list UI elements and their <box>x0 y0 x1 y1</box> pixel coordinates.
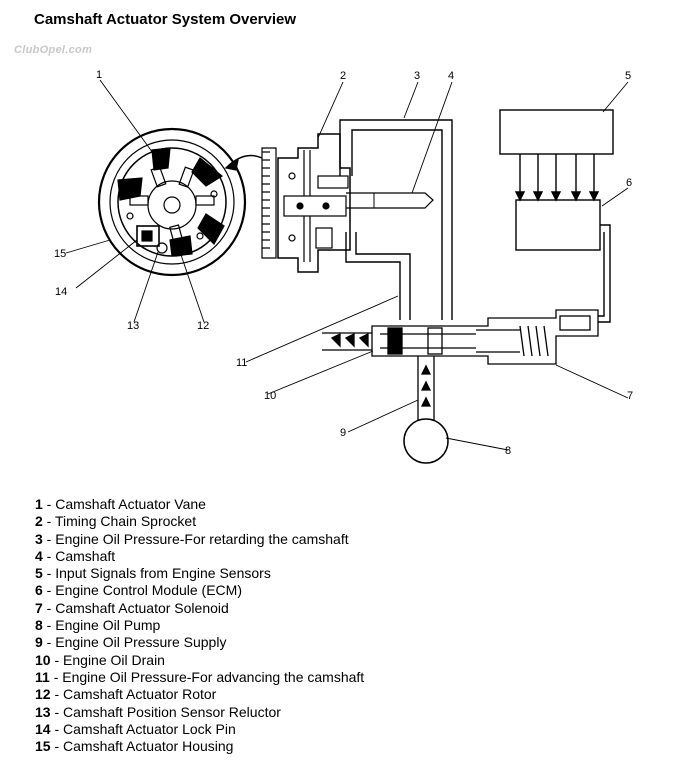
legend-label: Camshaft Actuator Rotor <box>63 686 217 703</box>
legend-number: 10 <box>35 651 51 668</box>
legend-separator: - <box>42 617 56 634</box>
legend-item: 14 - Camshaft Actuator Lock Pin <box>35 721 364 738</box>
callout-10: 10 <box>264 390 276 402</box>
callout-11: 11 <box>236 357 247 369</box>
legend-separator: - <box>50 720 64 737</box>
legend-item: 7 - Camshaft Actuator Solenoid <box>35 600 364 617</box>
camshaft <box>346 192 434 209</box>
legend-separator: - <box>42 582 56 599</box>
legend-number: 11 <box>35 668 50 685</box>
legend-label: Camshaft Actuator Vane <box>55 496 206 512</box>
legend-item: 9 - Engine Oil Pressure Supply <box>35 634 364 651</box>
legend-label: Engine Oil Pressure Supply <box>55 634 227 651</box>
legend-separator: - <box>42 547 56 564</box>
legend-label: Engine Oil Pump <box>55 617 161 634</box>
legend-separator: - <box>50 703 64 720</box>
legend-separator: - <box>42 496 56 512</box>
camshaft-actuator-diagram: 1 2 3 4 5 6 7 8 9 10 11 12 13 14 15 <box>54 69 633 464</box>
legend-separator: - <box>42 599 56 616</box>
legend-label: Camshaft Actuator Solenoid <box>55 599 229 616</box>
legend-number: 8 <box>35 617 43 634</box>
watermark-logo: ClubOpel.com <box>14 44 93 56</box>
callout-5: 5 <box>625 70 631 82</box>
callout-3: 3 <box>414 70 420 82</box>
legend-item: 3 - Engine Oil Pressure-For retarding th… <box>35 531 364 548</box>
legend-number: 2 <box>35 513 43 530</box>
legend-item: 2 - Timing Chain Sprocket <box>35 513 364 530</box>
legend-label: Engine Oil Pressure-For retarding the ca… <box>55 530 349 547</box>
oil-drain <box>322 332 372 351</box>
legend-label: Camshaft <box>55 547 116 564</box>
legend-separator: - <box>42 530 56 547</box>
legend-separator: - <box>50 738 64 755</box>
legend-number: 15 <box>35 738 51 755</box>
legend-number: 7 <box>35 599 43 616</box>
callout-14: 14 <box>55 286 67 298</box>
legend-item: 6 - Engine Control Module (ECM) <box>35 582 364 599</box>
legend-label: Camshaft Actuator Lock Pin <box>63 720 236 737</box>
legend-number: 6 <box>35 582 43 599</box>
legend-item: 8 - Engine Oil Pump <box>35 617 364 634</box>
parts-legend: 1 - Camshaft Actuator Vane 2 - Timing Ch… <box>35 496 364 755</box>
legend-separator: - <box>49 668 63 685</box>
legend-item: 1 - Camshaft Actuator Vane <box>35 496 364 513</box>
callout-15: 15 <box>54 248 66 260</box>
callout-8: 8 <box>505 445 511 457</box>
legend-number: 12 <box>35 686 51 703</box>
legend-label: Camshaft Position Sensor Reluctor <box>63 703 281 720</box>
legend-number: 1 <box>35 496 43 512</box>
legend-separator: - <box>42 634 56 651</box>
sprocket-side-view <box>261 133 351 273</box>
legend-number: 5 <box>35 565 43 582</box>
callout-6: 6 <box>626 177 632 189</box>
legend-item: 5 - Input Signals from Engine Sensors <box>35 565 364 582</box>
diagram-title: Camshaft Actuator System Overview <box>34 11 297 28</box>
legend-label: Camshaft Actuator Housing <box>63 738 234 755</box>
legend-separator: - <box>50 651 64 668</box>
legend-label: Engine Control Module (ECM) <box>55 582 242 599</box>
actuator-cross-section <box>97 127 263 277</box>
legend-item: 15 - Camshaft Actuator Housing <box>35 738 364 755</box>
legend-number: 13 <box>35 703 51 720</box>
callout-12: 12 <box>197 320 209 332</box>
legend-item: 10 - Engine Oil Drain <box>35 652 364 669</box>
legend-separator: - <box>42 565 56 582</box>
callout-13: 13 <box>127 320 139 332</box>
legend-separator: - <box>50 686 64 703</box>
legend-item: 11 - Engine Oil Pressure-For advancing t… <box>35 669 364 686</box>
callout-numbers: 1 2 3 4 5 6 7 8 9 10 11 12 13 14 15 <box>54 69 633 457</box>
camshaft-actuator-solenoid <box>371 309 599 365</box>
legend-separator: - <box>42 513 55 530</box>
legend-item: 4 - Camshaft <box>35 548 364 565</box>
legend-number: 9 <box>35 634 43 651</box>
legend-number: 4 <box>35 547 43 564</box>
legend-label: Engine Oil Pressure-For advancing the ca… <box>62 668 365 685</box>
legend-number: 3 <box>35 530 43 547</box>
oil-lines <box>339 119 453 320</box>
legend-label: Engine Oil Drain <box>63 651 165 668</box>
sensors-and-ecm <box>499 109 614 323</box>
leader-lines <box>65 79 629 451</box>
oil-supply-and-pump <box>403 356 449 464</box>
callout-2: 2 <box>340 70 346 82</box>
legend-label: Timing Chain Sprocket <box>55 513 197 530</box>
callout-4: 4 <box>448 70 454 82</box>
callout-1: 1 <box>96 69 102 81</box>
callout-9: 9 <box>340 427 346 439</box>
legend-number: 14 <box>35 720 51 737</box>
legend-label: Input Signals from Engine Sensors <box>55 565 271 582</box>
legend-item: 12 - Camshaft Actuator Rotor <box>35 686 364 703</box>
legend-item: 13 - Camshaft Position Sensor Reluctor <box>35 704 364 721</box>
callout-7: 7 <box>627 390 633 402</box>
